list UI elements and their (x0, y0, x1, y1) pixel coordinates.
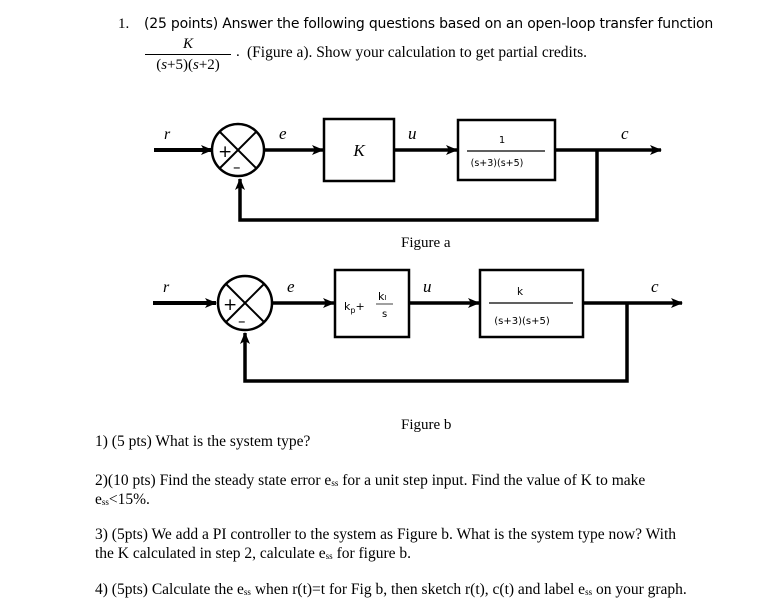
label-e-a: e (279, 124, 287, 143)
question-2-line-2: ess<15%. (95, 491, 150, 509)
question-3-line-1: 3) (5pts) We add a PI controller to the … (95, 526, 677, 543)
question-number: 1. (118, 16, 130, 32)
summing-junction-a: + – (210, 122, 266, 178)
q2-text: for a unit step input. Find the value of… (338, 472, 646, 489)
question-3-line-2: the K calculated in step 2, calculate es… (95, 545, 411, 563)
q2-text: 2)(10 pts) Find the steady state error e (95, 472, 332, 489)
controller-block-a (322, 117, 396, 183)
den-part: ( (156, 57, 162, 73)
plant-numerator-a: 1 (499, 135, 505, 146)
figure-a-caption: Figure a (401, 235, 451, 251)
q4-text: when r(t)=t for Fig b, then sketch r(t),… (250, 581, 586, 598)
fraction-period: . (236, 44, 240, 60)
q3-text: for figure b. (332, 545, 412, 562)
ess-subscript: ss (325, 551, 333, 561)
label-c-b: c (651, 277, 659, 296)
question-intro: (25 points) Answer the following questio… (144, 16, 714, 32)
label-u-a: u (408, 124, 417, 143)
label-r-b: r (163, 279, 170, 296)
question-1: 1) (5 pts) What is the system type? (95, 433, 311, 450)
q4-text: on your graph. (592, 581, 687, 598)
plus-sign-a: + (218, 142, 232, 162)
pi-controller-kp: kp+ (344, 300, 365, 315)
plant-denominator-a: (s+3)(s+5) (471, 158, 524, 169)
question-4: 4) (5pts) Calculate the ess when r(t)=t … (95, 581, 687, 599)
plant-block-a (456, 118, 557, 182)
q2-text: e (95, 491, 102, 508)
pi-controller-s: s (382, 309, 387, 320)
q2-text: <15%. (108, 491, 150, 508)
summing-junction-b: + – (216, 274, 274, 332)
figure-b-caption: Figure b (401, 417, 452, 433)
figure-a: r + – e K u 1 (s+3)(s+5) c (154, 117, 662, 222)
plus-sign-b: + (223, 295, 237, 315)
pi-controller-ki: kI (378, 290, 386, 303)
q3-text: the K calculated in step 2, calculate e (95, 545, 326, 562)
controller-gain-a: K (352, 141, 366, 160)
transfer-function-fraction: K (s+5)(s+2) (143, 35, 233, 74)
plant-numerator-b: k (517, 286, 524, 298)
transfer-function-denominator: (s+5)(s+2) (143, 56, 233, 74)
den-var: s (192, 57, 199, 73)
minus-sign-a: – (233, 158, 241, 176)
transfer-function-numerator: K (182, 36, 193, 52)
label-c-a: c (621, 124, 629, 143)
feedback-path-b (240, 303, 629, 383)
ess-subscript: ss (585, 587, 593, 597)
label-u-b: u (423, 277, 432, 296)
plant-denominator-b: (s+3)(s+5) (494, 316, 550, 327)
ki-letter: k (378, 290, 385, 303)
q4-text: 4) (5pts) Calculate the e (95, 581, 244, 598)
ess-subscript: ss (101, 497, 109, 507)
den-part: +5)( (167, 57, 193, 73)
kp-subscript: p (350, 306, 355, 315)
figure-b: r + – e kp+ kI s u k (s+3)(s+5) c (153, 268, 683, 383)
question-intro-continued: (Figure a). Show your calculation to get… (247, 44, 588, 61)
fraction-bar (145, 54, 231, 55)
den-part: +2) (198, 57, 220, 73)
label-r-a: r (164, 126, 171, 143)
minus-sign-b: – (238, 312, 246, 330)
ess-subscript: ss (243, 587, 251, 597)
ess-subscript: ss (331, 478, 339, 488)
feedback-path-a (235, 150, 599, 222)
pi-plus: + (355, 300, 364, 313)
ki-subscript: I (384, 294, 386, 302)
label-e-b: e (287, 277, 295, 296)
question-2-line-1: 2)(10 pts) Find the steady state error e… (95, 472, 645, 490)
kp-letter: k (344, 300, 351, 313)
den-var: s (161, 57, 168, 73)
